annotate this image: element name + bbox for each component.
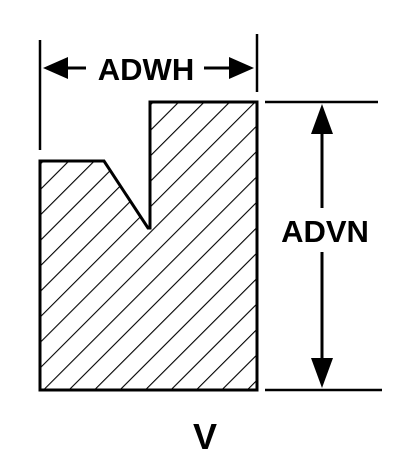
view-letter-label: V xyxy=(193,416,217,457)
v-notch-profile xyxy=(38,100,259,392)
height-dimension-label: ADVN xyxy=(281,214,369,249)
width-dimension-label: ADWH xyxy=(98,52,194,87)
height-arrow-top xyxy=(311,104,333,208)
width-arrow-right xyxy=(204,57,254,79)
height-arrow-bottom xyxy=(311,252,333,388)
width-arrow-left xyxy=(43,57,86,79)
